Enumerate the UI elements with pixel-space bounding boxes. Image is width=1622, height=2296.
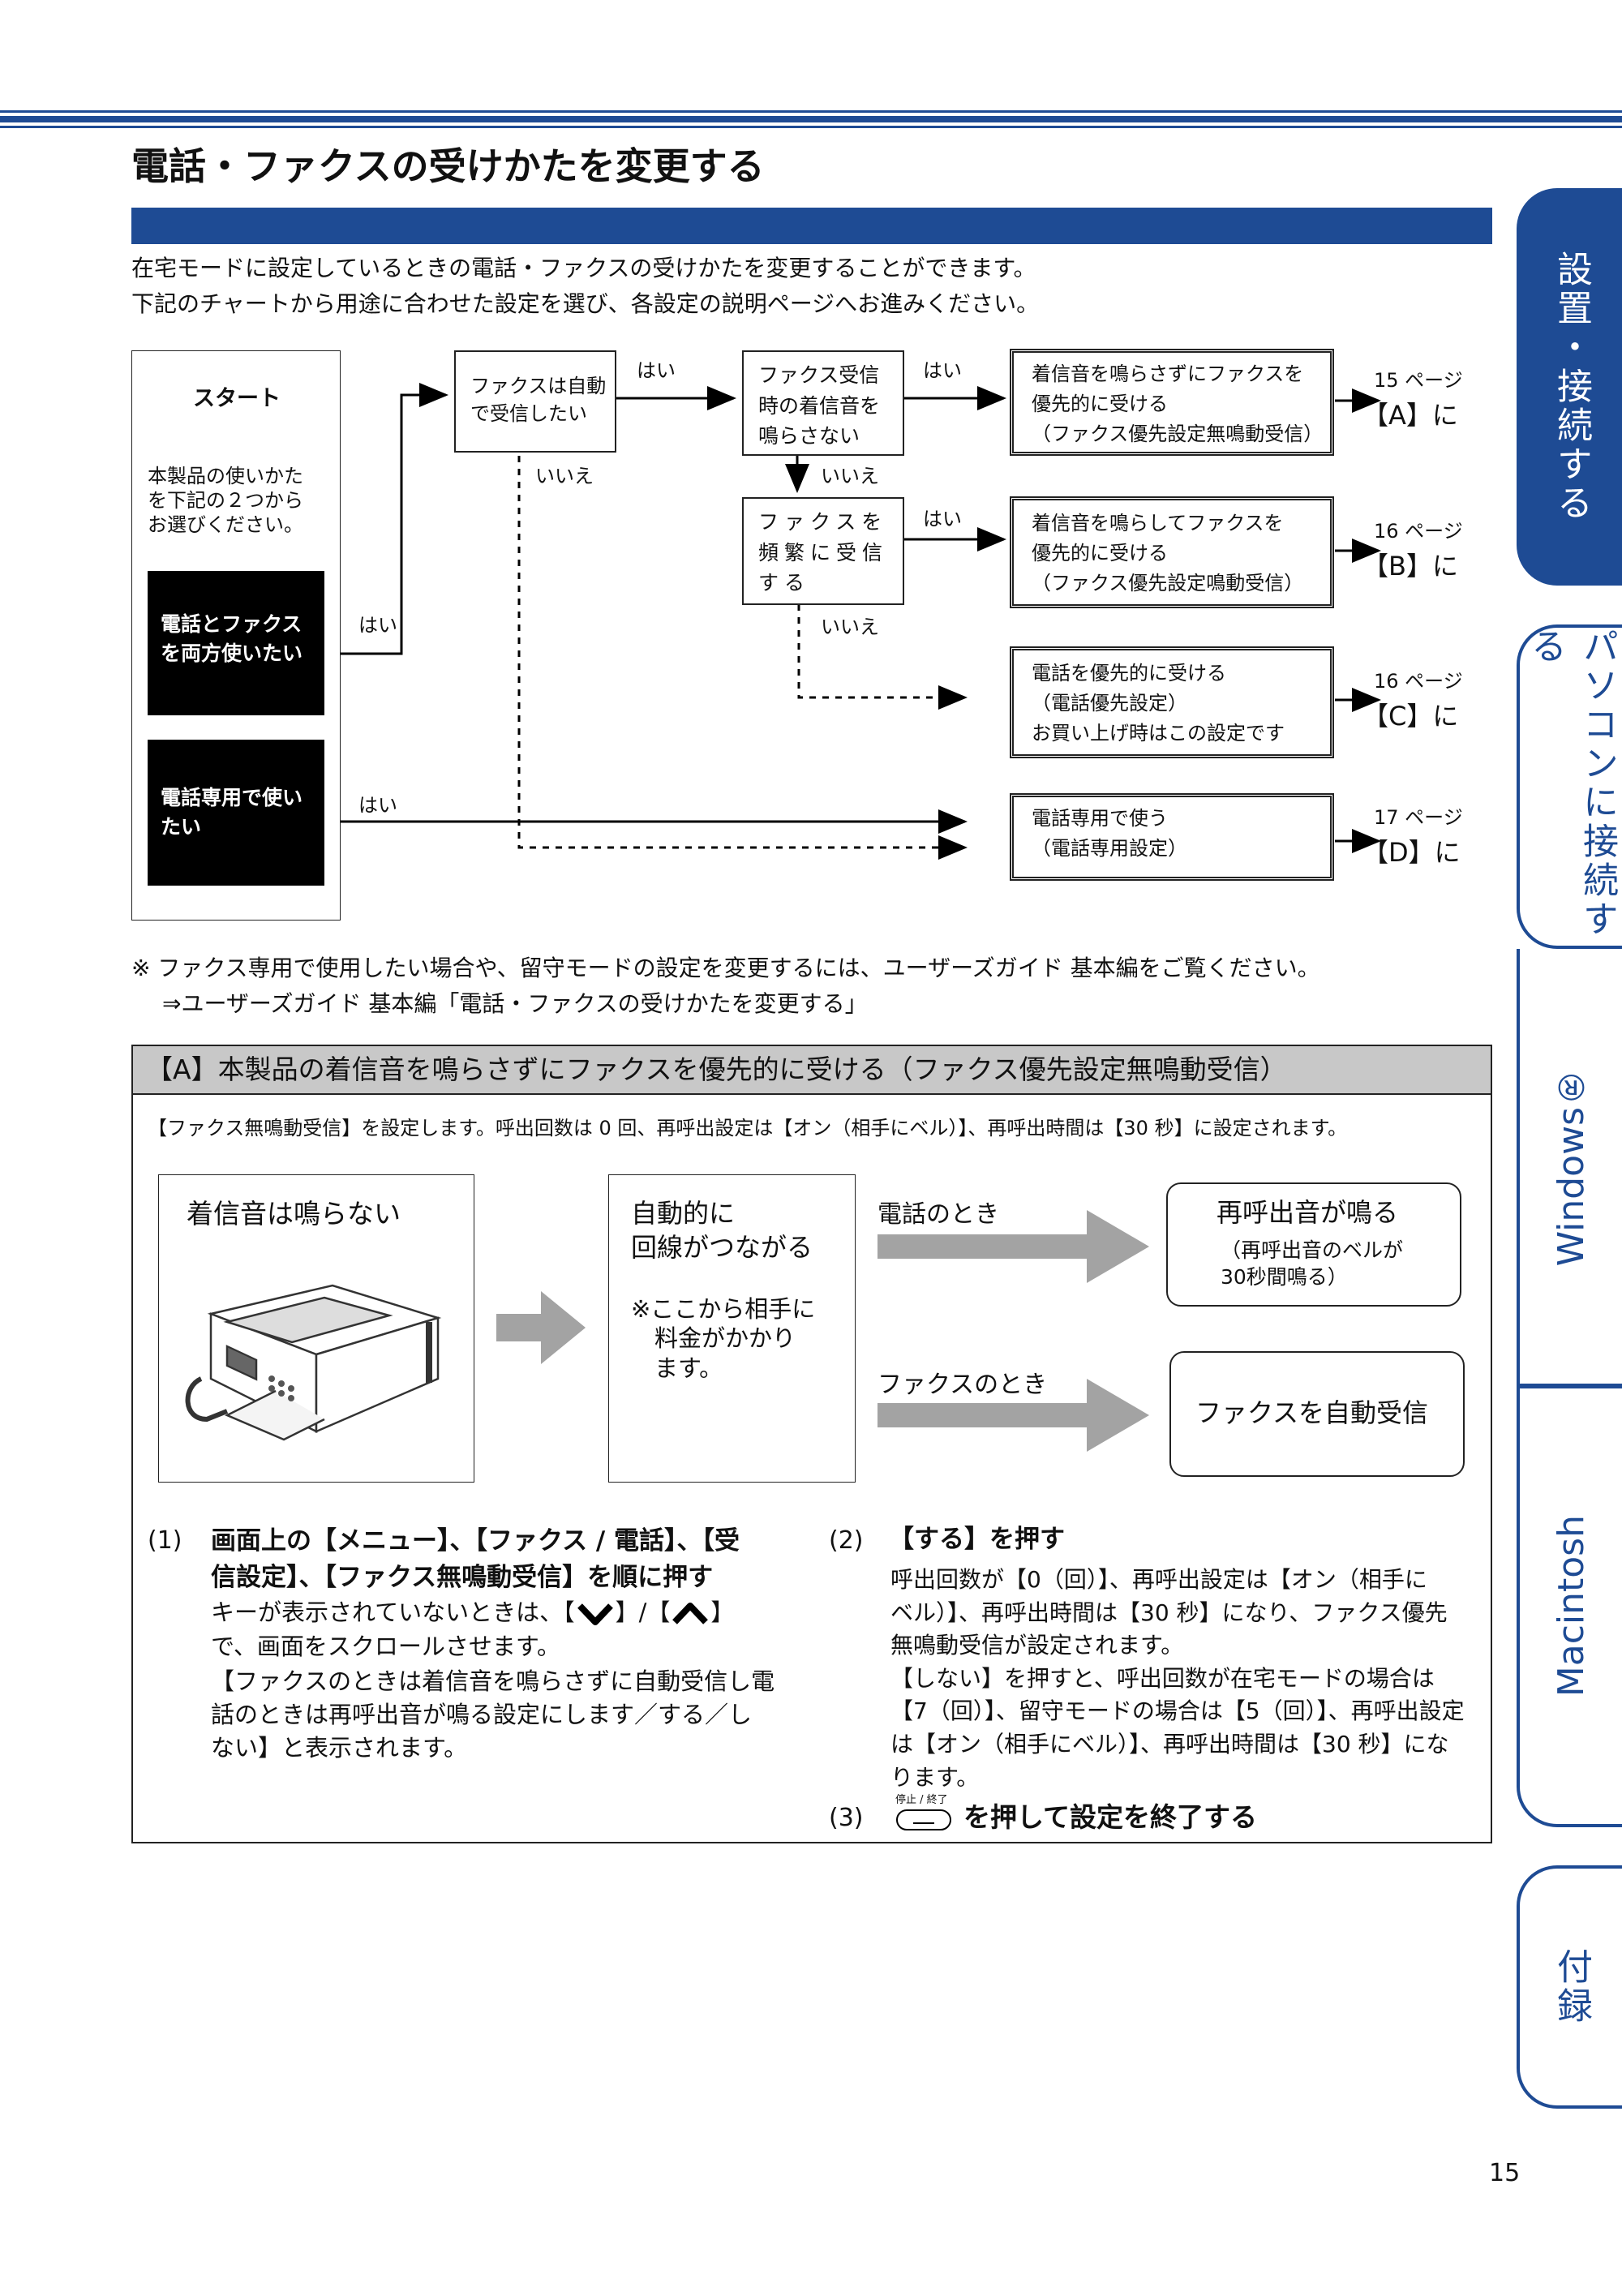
tab-pc-connect[interactable]: パソコンに接続する (1517, 624, 1622, 949)
label-no-2: いいえ (821, 465, 879, 487)
section-a-header-label: 【A】本製品の着信音を鳴らさずにファクスを優先的に受ける（ファクス優先設定無鳴動… (146, 1054, 1287, 1085)
result-box-b: 着信音を鳴らしてファクスを 優先的に受ける （ファクス優先設定鳴動受信） (1010, 496, 1334, 608)
ref-d-page[interactable]: 17 ページ (1374, 806, 1463, 829)
tab-windows-label: Windows® (1550, 1066, 1592, 1267)
header-rule-thin-bottom (0, 126, 1622, 128)
question-auto-fax-label: ファクスは自動 で受信したい (470, 375, 607, 425)
intro-line-1: 在宅モードに設定しているときの電話・ファクスの受けかたを変更することができます。 (131, 255, 1036, 281)
label-yes-5: はい (358, 794, 397, 817)
intro-line-2: 下記のチャートから用途に合わせた設定を選び、各設定の説明ページへお進みください。 (131, 290, 1040, 317)
option-phone-and-fax-label: 電話とファクス を両方使いたい (161, 612, 303, 666)
note-line-1: ※ ファクス専用で使用したい場合や、留守モードの設定を変更するには、ユーザーズガ… (131, 955, 1320, 981)
question-frequent-fax-label: ファクスを 頻繁に受信 する (758, 510, 889, 594)
stop-exit-key-label: 停止 / 終了 (895, 1794, 948, 1806)
label-no-1: いいえ (535, 465, 594, 487)
option-phone-and-fax: 電話とファクス を両方使いたい (148, 571, 324, 715)
step-2-number: (2) (829, 1526, 864, 1555)
arrow-to-connect (496, 1291, 586, 1364)
label-yes-3: はい (923, 359, 962, 382)
ref-c-label[interactable]: 【C】に (1362, 701, 1459, 732)
step-1-scroll-mid: 】/【 (615, 1599, 671, 1626)
tab-setup[interactable]: 設置・接続する (1517, 188, 1622, 586)
step-1-scroll-line-2: で、画面をスクロールさせます。 (211, 1633, 560, 1660)
step-3-number: (3) (829, 1804, 864, 1832)
tab-macintosh-label: Macintosh (1550, 1515, 1592, 1697)
case-phone-label: 電話のとき (878, 1200, 999, 1229)
step-1-title: 画面上の【メニュー】、【ファクス / 電話】、【受 信設定】、【ファクス無鳴動受… (211, 1526, 740, 1592)
result-auto-fax-label: ファクスを自動受信 (1195, 1397, 1429, 1428)
result-auto-fax (1169, 1351, 1465, 1477)
tab-setup-label: 設置・接続する (1551, 251, 1592, 523)
ref-c-page[interactable]: 16 ページ (1374, 670, 1463, 693)
flowchart-connectors (324, 383, 1381, 860)
option-phone-only: 電話専用で使い たい (148, 740, 324, 886)
ref-b-label[interactable]: 【B】に (1362, 551, 1458, 582)
result-box-d-label: 電話専用で使う （電話専用設定） (1032, 807, 1187, 860)
ref-a-page[interactable]: 15 ページ (1374, 369, 1463, 392)
step-2-title: 【する】を押す (889, 1525, 1065, 1554)
tab-appendix[interactable]: 付録 (1517, 1865, 1622, 2109)
title-bar (131, 208, 1492, 244)
question-auto-fax: ファクスは自動 で受信したい (454, 350, 616, 453)
page-title: 電話・ファクスの受けかたを変更する (131, 144, 765, 188)
question-no-ring-label: ファクス受信 時の着信音を 鳴らさない (758, 363, 881, 448)
result-box-c: 電話を優先的に受ける （電話優先設定） お買い上げ時はこの設定です (1010, 646, 1334, 758)
page-number: 15 (1489, 2159, 1521, 2187)
tab-windows[interactable]: Windows® (1517, 949, 1622, 1387)
diagram-connect-label: 自動的に 回線がつながる (631, 1198, 813, 1263)
diagram-charge-note: ※ここから相手に 料金がかかり ます。 (631, 1295, 816, 1382)
step-2-description: 呼出回数が【0（回）】、再呼出設定は【オン（相手に ベル）】、再呼出時間は【30… (890, 1566, 1465, 1791)
diagram-box-connect (608, 1174, 856, 1483)
label-yes-2: はい (637, 359, 676, 382)
arrow-phone-case (878, 1210, 1149, 1283)
header-rule-thick (0, 116, 1622, 122)
step-3-text: を押して設定を終了する (963, 1801, 1258, 1833)
step-1-number: (1) (148, 1526, 182, 1555)
section-a-header: 【A】本製品の着信音を鳴らさずにファクスを優先的に受ける（ファクス優先設定無鳴動… (133, 1046, 1491, 1095)
option-phone-only-label: 電話専用で使い たい (161, 786, 303, 839)
result-box-c-label: 電話を優先的に受ける （電話優先設定） お買い上げ時はこの設定です (1032, 662, 1285, 745)
step-1-scroll-line: キーが表示されていないときは、【 】/【 】 (211, 1598, 734, 1629)
tab-appendix-label: 付録 (1551, 1948, 1592, 2026)
machine-illustration (185, 1284, 442, 1441)
section-a-summary: 【ファクス無鳴動受信】を設定します。呼出回数は 0 回、再呼出設定は【オン（相手… (148, 1117, 1348, 1139)
step-1-scroll-pre: キーが表示されていないときは、【 (211, 1599, 575, 1626)
result-recall-ring-title: 再呼出音が鳴る (1216, 1197, 1399, 1228)
result-box-d: 電話専用で使う （電話専用設定） (1010, 793, 1334, 881)
step-1-scroll-post: 】 (710, 1599, 735, 1626)
label-yes-4: はい (923, 508, 962, 530)
label-yes-1: はい (358, 614, 397, 637)
arrow-fax-case (878, 1379, 1149, 1452)
case-fax-label: ファクスのとき (878, 1371, 1048, 1399)
chevron-down-icon[interactable] (575, 1601, 616, 1627)
result-recall-ring (1166, 1182, 1461, 1307)
header-rule-thin-top (0, 110, 1622, 113)
result-box-a: 着信音を鳴らさずにファクスを 優先的に受ける （ファクス優先設定無鳴動受信） (1010, 349, 1334, 456)
ref-a-label[interactable]: 【A】に (1362, 400, 1458, 431)
note-line-2[interactable]: ⇒ユーザーズガイド 基本編「電話・ファクスの受けかたを変更する」 (162, 990, 868, 1017)
tab-pc-connect-label: パソコンに接続する (1525, 628, 1618, 939)
step-1-description: 【ファクスのときは着信音を鳴らさずに自動受信し電 話のときは再呼出音が鳴る設定に… (211, 1667, 775, 1762)
stop-exit-key[interactable]: 停止 / 終了 (892, 1794, 957, 1833)
result-recall-ring-desc: （再呼出音のベルが 30秒間鳴る） (1221, 1238, 1404, 1289)
ref-d-label[interactable]: 【D】に (1362, 837, 1461, 868)
chevron-up-icon[interactable] (670, 1601, 710, 1627)
stop-exit-key-icon (896, 1809, 951, 1830)
start-description: 本製品の使いかた を下記の２つから お選びください。 (148, 465, 303, 536)
tab-macintosh[interactable]: Macintosh (1517, 1385, 1622, 1827)
start-label: スタート (193, 386, 281, 411)
result-box-a-label: 着信音を鳴らさずにファクスを 優先的に受ける （ファクス優先設定無鳴動受信） (1032, 363, 1324, 446)
question-frequent-fax: ファクスを 頻繁に受信 する (742, 497, 904, 605)
diagram-no-ring-label: 着信音は鳴らない (187, 1198, 401, 1230)
label-no-3: いいえ (821, 616, 879, 638)
question-no-ring: ファクス受信 時の着信音を 鳴らさない (742, 350, 904, 456)
ref-b-page[interactable]: 16 ページ (1374, 520, 1463, 543)
result-box-b-label: 着信音を鳴らしてファクスを 優先的に受ける （ファクス優先設定鳴動受信） (1032, 512, 1304, 595)
